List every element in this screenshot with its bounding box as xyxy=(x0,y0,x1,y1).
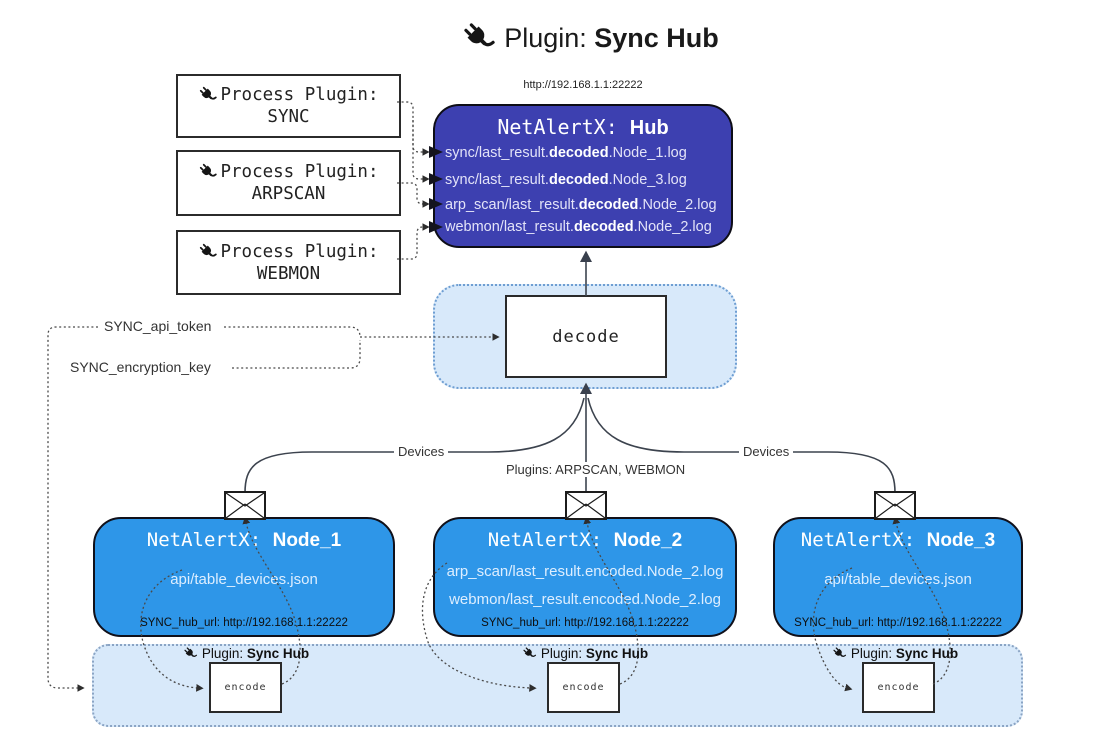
node3-line: api/table_devices.json xyxy=(824,571,972,588)
hub-url-label: http://192.168.1.1:22222 xyxy=(523,79,643,91)
plug-icon xyxy=(832,646,847,661)
title-prefix: Plugin: xyxy=(504,22,595,53)
encoder1-plugin-label: Plugin: Sync Hub xyxy=(156,644,336,662)
node2-box: NetAlertX: Node_2 arp_scan/last_result.e… xyxy=(433,517,737,637)
sync-api-token-label: SYNC_api_token xyxy=(100,318,216,334)
plug-icon xyxy=(198,162,218,182)
process-plugin-label: Process Plugin: xyxy=(220,241,379,262)
encoder3-plugin-label: Plugin: Sync Hub xyxy=(805,644,985,662)
node3-box: NetAlertX: Node_3 api/table_devices.json… xyxy=(773,517,1023,637)
process-plugin-arpscan-box: Process Plugin: ARPSCAN xyxy=(176,150,401,216)
process-plugin-label: Process Plugin: xyxy=(220,85,379,105)
encode-box: encode xyxy=(547,662,620,713)
process-plugin-label: Process Plugin: xyxy=(220,162,379,182)
plug-icon xyxy=(461,20,497,56)
node1-line: api/table_devices.json xyxy=(170,571,318,588)
node1-box: NetAlertX: Node_1 api/table_devices.json… xyxy=(93,517,395,637)
node1-hub-url: SYNC_hub_url: http://192.168.1.1:22222 xyxy=(140,617,348,629)
process-plugin-name: ARPSCAN xyxy=(251,184,326,204)
envelope-icon xyxy=(874,491,916,520)
title-bold: Sync Hub xyxy=(594,22,719,53)
nodes-to-decode-arrow xyxy=(244,382,896,494)
node3-hub-url: SYNC_hub_url: http://192.168.1.1:22222 xyxy=(794,617,1002,629)
node2-hub-url: SYNC_hub_url: http://192.168.1.1:22222 xyxy=(481,617,689,629)
envelope-icon xyxy=(224,491,266,520)
node2-title: NetAlertX: Node_2 xyxy=(487,529,683,551)
plug-icon xyxy=(198,85,218,105)
encode-box: encode xyxy=(862,662,935,713)
decode-box: decode xyxy=(505,295,667,378)
hub-title: NetAlertX: Hub xyxy=(497,115,669,139)
hub-log-line: arp_scan/last_result.decoded.Node_2.log xyxy=(445,197,717,213)
process-plugin-name: WEBMON xyxy=(256,263,321,284)
node3-title: NetAlertX: Node_3 xyxy=(800,529,996,551)
node1-title: NetAlertX: Node_1 xyxy=(146,529,342,551)
hub-log-line: webmon/last_result.decoded.Node_2.log xyxy=(445,219,712,235)
hub-log-line: sync/last_result.decoded.Node_1.log xyxy=(445,145,687,161)
node2-line: webmon/last_result.encoded.Node_2.log xyxy=(449,591,721,608)
process-plugin-webmon-box: Process Plugin: WEBMON xyxy=(176,230,401,295)
plug-icon xyxy=(183,646,198,661)
hub-log-line: sync/last_result.decoded.Node_3.log xyxy=(445,172,687,188)
encode-box: encode xyxy=(209,662,282,713)
node2-line: arp_scan/last_result.encoded.Node_2.log xyxy=(446,563,724,580)
hub-box: NetAlertX: Hub sync/last_result.decoded.… xyxy=(433,104,733,248)
plugins-edge-label: Plugins: ARPSCAN, WEBMON xyxy=(502,462,690,477)
devices-edge-label-right: Devices xyxy=(739,444,794,459)
page-title: Plugin: Sync Hub xyxy=(430,16,750,60)
plug-icon xyxy=(198,242,218,262)
devices-edge-label-left: Devices xyxy=(394,444,449,459)
process-plugin-name: SYNC xyxy=(267,107,310,127)
envelope-icon xyxy=(565,491,607,520)
process-plugin-connectors xyxy=(397,101,430,260)
encoder2-plugin-label: Plugin: Sync Hub xyxy=(495,644,675,662)
plug-icon xyxy=(522,646,537,661)
sync-encryption-key-label: SYNC_encryption_key xyxy=(66,359,215,375)
process-plugin-sync-box: Process Plugin: SYNC xyxy=(176,74,401,138)
